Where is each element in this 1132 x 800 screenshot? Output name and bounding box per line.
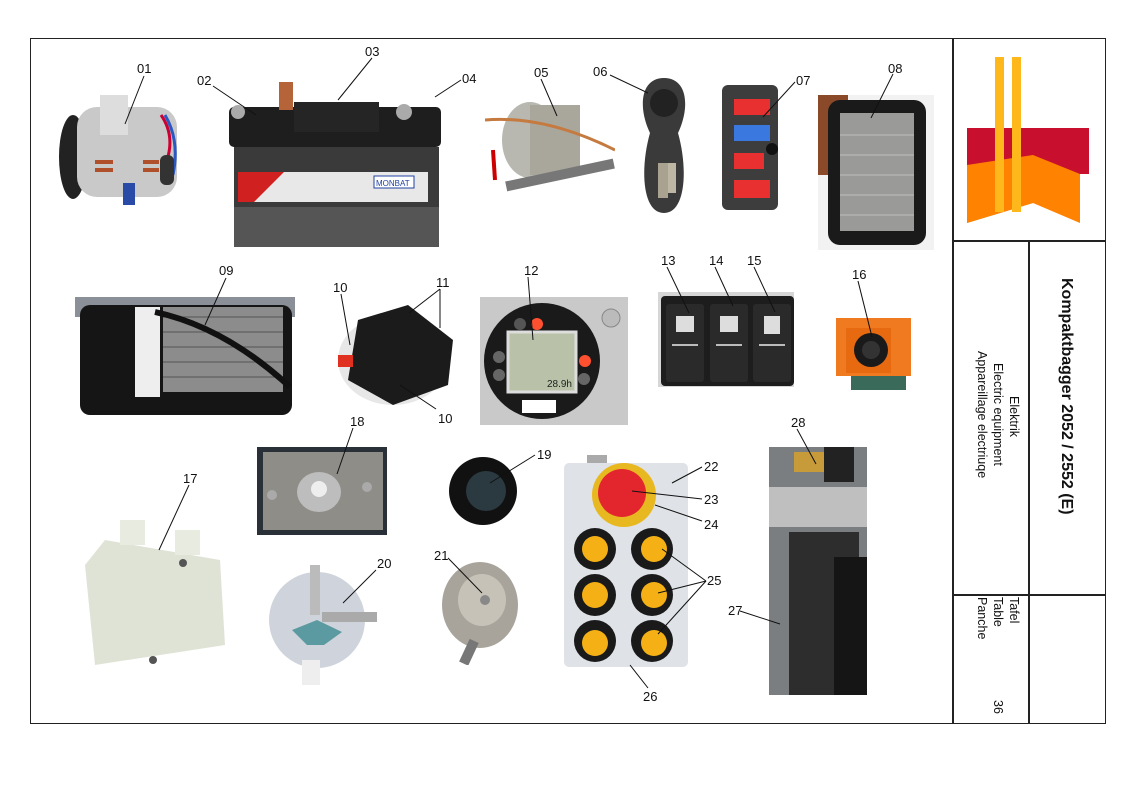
photo-battery: MONBAT [224,82,444,247]
photo-cap [448,455,520,527]
photo-heater-fan [75,297,295,422]
svg-text:MONBAT: MONBAT [376,179,410,188]
callout-13: 13 [661,253,676,268]
drawing-sheet [30,38,1106,724]
photo-alternator [55,85,195,210]
photo-fuel-level-sender [262,560,382,685]
callout-19: 19 [537,447,552,462]
callout-16: 16 [852,267,867,282]
title-column-divider [1028,240,1030,724]
callout-03: 03 [365,44,380,59]
callout-02: 02 [197,73,212,88]
table-label-fr: Panche [975,597,989,640]
callout-10-bottom: 10 [438,411,453,426]
callout-14: 14 [709,253,724,268]
callout-26: 26 [643,689,658,704]
section-fr: Appareillage electriuqe [975,351,989,479]
callout-17: 17 [183,471,198,486]
photo-sensor [257,447,387,535]
callout-12: 12 [524,263,539,278]
callout-21: 21 [434,548,449,563]
callout-06: 06 [593,64,608,79]
callout-07: 07 [796,73,811,88]
company-logo-icon [967,57,1089,223]
photo-starter-solenoid [485,95,615,195]
callout-01: 01 [137,61,152,76]
svg-text:28.9h: 28.9h [547,379,572,390]
callout-05: 05 [534,65,549,80]
photo-relay [338,300,458,410]
photo-fuse-box [720,85,780,210]
photo-control-box [562,455,690,667]
photo-ignition-switch [638,78,690,213]
table-label-de: Tafel [1007,597,1021,624]
callout-09: 09 [219,263,234,278]
photo-rocker-switches [658,292,794,387]
callout-11: 11 [436,275,450,290]
callout-23: 23 [704,492,719,507]
callout-15: 15 [747,253,762,268]
drawing-title: Kompaktbagger 2052 / 2552 (E) [1058,278,1075,515]
photo-radiator-fan [769,447,867,695]
table-label-en: Table [991,597,1005,627]
title-block-divider [952,38,954,724]
callout-04: 04 [462,71,477,86]
callout-28: 28 [791,415,806,430]
callout-20: 20 [377,556,392,571]
photo-junction-box [75,515,240,675]
section-en: Electric equipment [991,363,1005,466]
photo-socket [836,318,914,390]
callout-25: 25 [707,573,722,588]
callout-24: 24 [704,517,719,532]
photo-work-light [818,95,934,250]
photo-horn [440,560,520,665]
callout-22: 22 [704,459,719,474]
section-de: Elektrik [1007,396,1021,437]
callout-18: 18 [350,414,365,429]
callout-27: 27 [728,603,743,618]
table-number: 36 [991,700,1005,714]
photo-display-unit: 28.9h [480,297,628,425]
callout-08: 08 [888,61,903,76]
callout-10-top: 10 [333,280,348,295]
